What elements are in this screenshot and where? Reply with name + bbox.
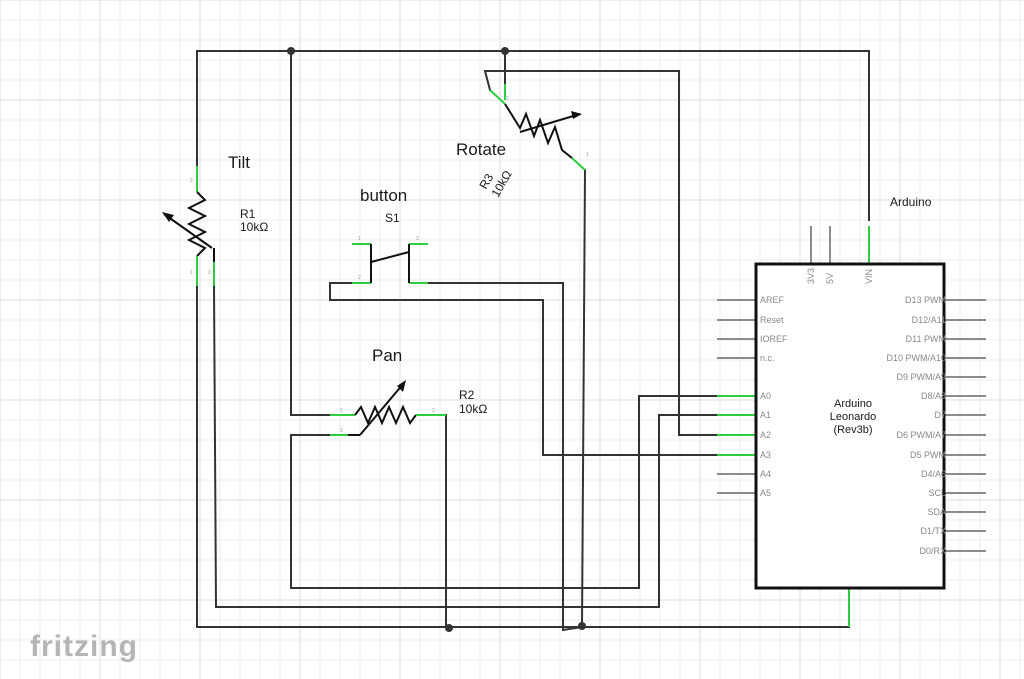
arduino-leonardo-board[interactable]: Arduino Leonardo (Rev3b) 3V3 5V VIN AREF Res… bbox=[717, 226, 986, 627]
board-outline bbox=[754, 262, 946, 590]
wire-s1-to-r3 bbox=[427, 282, 584, 632]
wire-r3-wiper-to-a2 bbox=[483, 70, 719, 436]
fritzing-logo: fritzing bbox=[30, 630, 138, 663]
svg-text:1: 1 bbox=[358, 236, 361, 242]
board-pin-label: D9 PWM/A9 bbox=[896, 372, 946, 382]
wire-top-rail bbox=[196, 50, 870, 221]
r3-value: 10kΩ bbox=[488, 168, 514, 200]
svg-text:1: 1 bbox=[190, 270, 193, 276]
board-pin-label: AREF bbox=[760, 295, 785, 305]
junction-dot bbox=[287, 47, 295, 55]
board-pin-label: VIN bbox=[864, 269, 874, 284]
board-pin-label: A0 bbox=[760, 391, 771, 401]
r1-ref: R1 bbox=[240, 207, 256, 221]
svg-text:3: 3 bbox=[340, 428, 343, 434]
svg-text:3: 3 bbox=[208, 270, 211, 276]
r3-ref: R3 bbox=[476, 171, 496, 192]
board-pin-label: SCL bbox=[928, 488, 946, 498]
label-button: button bbox=[360, 186, 407, 205]
svg-text:2: 2 bbox=[358, 275, 361, 281]
board-pin-label: D11 PWM bbox=[906, 334, 946, 344]
board-pin-label: A5 bbox=[760, 488, 771, 498]
board-pin-label: A3 bbox=[760, 450, 771, 460]
potentiometer-r3[interactable]: 2 1 bbox=[489, 84, 589, 171]
board-pin-label: A4 bbox=[760, 469, 771, 479]
svg-text:3: 3 bbox=[416, 236, 419, 242]
r2-value: 10kΩ bbox=[459, 402, 487, 416]
svg-text:2: 2 bbox=[506, 96, 509, 102]
switch-s1[interactable]: 1 3 2 bbox=[352, 236, 428, 284]
board-pin-label: D7 bbox=[934, 410, 946, 420]
board-pin-label: D8/A8 bbox=[921, 391, 946, 401]
board-name-line1: Arduino bbox=[834, 398, 872, 410]
board-pin-label: IOREF bbox=[760, 334, 788, 344]
board-top-pins bbox=[810, 226, 870, 264]
svg-text:1: 1 bbox=[586, 152, 589, 158]
board-pin-label: D10 PWM/A10 bbox=[886, 353, 946, 363]
junctions bbox=[287, 47, 586, 632]
board-pin-label: D4/A6 bbox=[921, 469, 946, 479]
potentiometer-r1[interactable]: 2 1 3 bbox=[162, 166, 215, 286]
junction-dot bbox=[578, 622, 586, 630]
label-rotate: Rotate bbox=[456, 140, 506, 159]
board-left-pins bbox=[717, 299, 756, 494]
label-tilt: Tilt bbox=[228, 153, 250, 172]
board-pin-label: D13 PWM bbox=[905, 295, 946, 305]
board-pin-label: D0/RX bbox=[919, 546, 946, 556]
r1-value: 10kΩ bbox=[240, 220, 268, 234]
label-pan: Pan bbox=[372, 346, 402, 365]
board-right-pins bbox=[944, 299, 986, 552]
board-pin-label: 5V bbox=[825, 273, 835, 284]
wire-r1-wiper-to-a1 bbox=[212, 284, 719, 608]
board-pin-label: SDA bbox=[927, 507, 946, 517]
board-pin-label: D6 PWM/A7 bbox=[896, 430, 946, 440]
board-name-line3: (Rev3b) bbox=[833, 424, 872, 436]
r2-ref: R2 bbox=[459, 388, 475, 402]
board-pin-label: n.c. bbox=[760, 353, 775, 363]
board-pin-label: A1 bbox=[760, 410, 771, 420]
board-pin-label: Reset bbox=[760, 315, 784, 325]
wire-r2-wiper-to-a0 bbox=[290, 395, 719, 589]
junction-dot bbox=[445, 624, 453, 632]
svg-text:2: 2 bbox=[432, 408, 435, 414]
label-arduino: Arduino bbox=[890, 195, 932, 209]
board-pin-label: D1/TX bbox=[920, 526, 946, 536]
s1-ref: S1 bbox=[385, 211, 400, 225]
junction-dot bbox=[501, 47, 509, 55]
board-pin-label: D5 PWM bbox=[910, 450, 946, 460]
board-pin-label: 3V3 bbox=[806, 268, 816, 284]
potentiometer-r2[interactable]: 1 3 2 bbox=[330, 380, 446, 436]
board-name-line2: Leonardo bbox=[830, 411, 877, 423]
svg-text:2: 2 bbox=[190, 178, 193, 184]
svg-text:1: 1 bbox=[340, 408, 343, 414]
wire-s1-to-a3 bbox=[329, 282, 719, 456]
board-pin-label: A2 bbox=[760, 430, 771, 440]
wire-r3-pin1 bbox=[580, 168, 587, 629]
board-pin-label: D12/A11 bbox=[912, 315, 946, 325]
